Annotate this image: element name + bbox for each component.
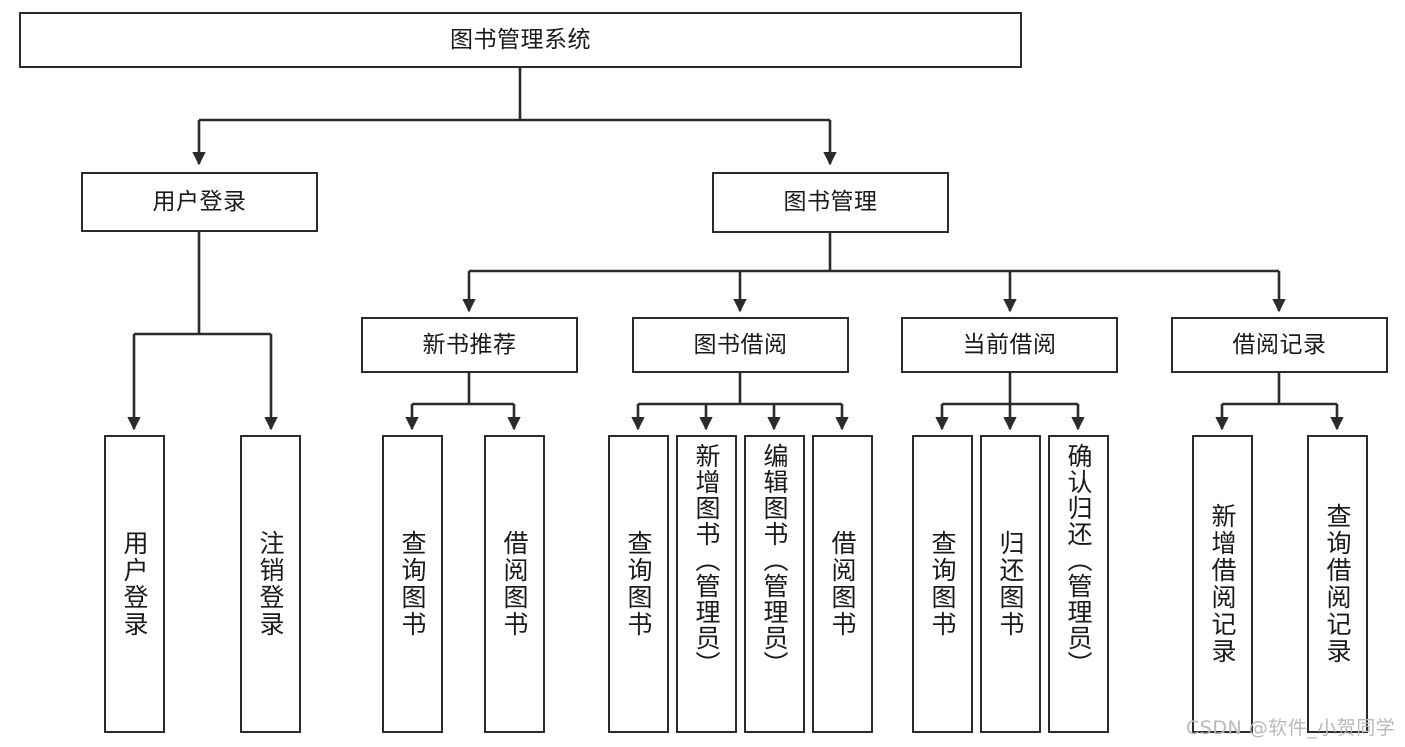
node-leaf-borrow-book-1[interactable]: 借阅图书 — [484, 435, 545, 733]
node-leaf-add-record-label: 新增借阅记录 — [1208, 503, 1237, 665]
node-leaf-query-record-label: 查询借阅记录 — [1323, 503, 1352, 665]
node-new-book-recommend-label: 新书推荐 — [422, 331, 517, 358]
node-leaf-query-book-2-label: 查询图书 — [624, 530, 653, 638]
node-leaf-add-record[interactable]: 新增借阅记录 — [1192, 435, 1253, 733]
node-leaf-return-book-label: 归还图书 — [996, 530, 1025, 638]
node-leaf-logout-login-label: 注销登录 — [256, 530, 285, 638]
node-book-manage-label: 图书管理 — [783, 189, 878, 216]
node-leaf-borrow-book-2-label: 借阅图书 — [828, 530, 857, 638]
node-leaf-query-book-3-label: 查询图书 — [928, 530, 957, 638]
node-root-system-label: 图书管理系统 — [450, 26, 591, 53]
node-leaf-add-book-label: 新增图书（管理员） — [692, 443, 721, 677]
node-leaf-add-book[interactable]: 新增图书（管理员） — [676, 435, 737, 733]
node-book-borrow[interactable]: 图书借阅 — [632, 317, 849, 373]
node-leaf-query-book-2[interactable]: 查询图书 — [608, 435, 669, 733]
node-new-book-recommend[interactable]: 新书推荐 — [361, 317, 578, 373]
node-borrow-record-label: 借阅记录 — [1232, 331, 1327, 358]
node-current-borrow[interactable]: 当前借阅 — [901, 317, 1118, 373]
node-leaf-confirm-return[interactable]: 确认归还（管理员） — [1048, 435, 1109, 733]
node-leaf-query-record[interactable]: 查询借阅记录 — [1307, 435, 1368, 733]
node-leaf-user-login[interactable]: 用户登录 — [104, 435, 165, 733]
node-leaf-query-book-3[interactable]: 查询图书 — [912, 435, 973, 733]
node-root-system[interactable]: 图书管理系统 — [19, 12, 1022, 68]
node-leaf-edit-book-label: 编辑图书（管理员） — [760, 443, 789, 677]
node-book-manage[interactable]: 图书管理 — [712, 172, 949, 233]
node-leaf-confirm-return-label: 确认归还（管理员） — [1064, 443, 1093, 677]
node-leaf-user-login-label: 用户登录 — [120, 530, 149, 638]
node-leaf-query-book-1[interactable]: 查询图书 — [382, 435, 443, 733]
node-leaf-logout-login[interactable]: 注销登录 — [240, 435, 301, 733]
node-book-borrow-label: 图书借阅 — [693, 331, 788, 358]
node-current-borrow-label: 当前借阅 — [962, 331, 1057, 358]
node-leaf-query-book-1-label: 查询图书 — [398, 530, 427, 638]
node-borrow-record[interactable]: 借阅记录 — [1171, 317, 1388, 373]
node-leaf-borrow-book-1-label: 借阅图书 — [500, 530, 529, 638]
node-user-login[interactable]: 用户登录 — [81, 172, 318, 232]
node-leaf-edit-book[interactable]: 编辑图书（管理员） — [744, 435, 805, 733]
node-leaf-return-book[interactable]: 归还图书 — [980, 435, 1041, 733]
csdn-watermark: CSDN @软件_小贺同学 — [1186, 717, 1396, 739]
node-leaf-borrow-book-2[interactable]: 借阅图书 — [812, 435, 873, 733]
node-user-login-label: 用户登录 — [152, 188, 247, 215]
